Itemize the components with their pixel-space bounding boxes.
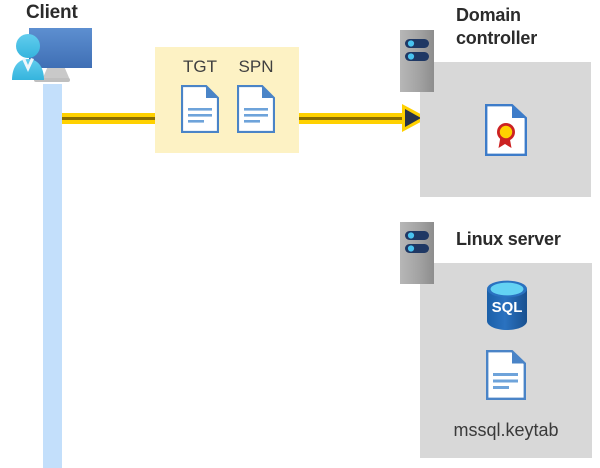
spn-document-icon: [236, 84, 276, 134]
client-workstation-icon: [4, 24, 100, 90]
linux-server-server-rack-icon: [400, 222, 434, 284]
domain-controller-title: Domain controller: [456, 5, 538, 48]
certificate-icon: [485, 104, 527, 156]
spn-label: SPN: [238, 57, 274, 76]
domain-controller-server-rack-icon: [400, 30, 434, 92]
tgt-document-icon: [180, 84, 220, 134]
sql-icon-text: SQL: [492, 299, 523, 316]
arrow-head-icon: [402, 104, 428, 132]
tgt-label: TGT: [183, 57, 217, 76]
keytab-file-label: mssql.keytab: [453, 420, 559, 440]
client-title: Client: [26, 2, 78, 23]
linux-server-title: Linux server: [456, 229, 561, 249]
sql-database-icon: SQL: [484, 279, 530, 331]
message-payload-box: TGT SPN: [155, 47, 299, 153]
keytab-document-icon: [486, 350, 526, 400]
client-lifeline: [43, 84, 62, 468]
